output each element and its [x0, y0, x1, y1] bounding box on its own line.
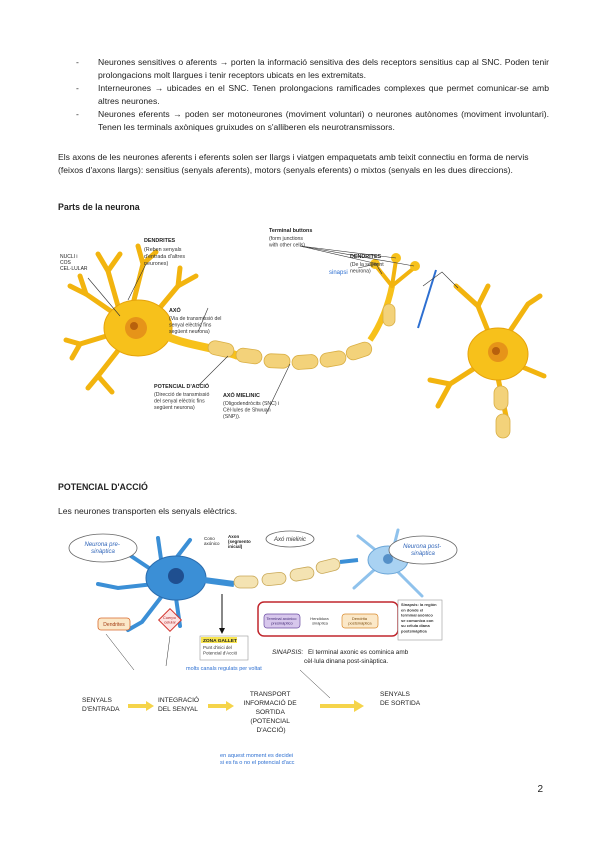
- label-cuerpo: Cuerpo celular: [163, 615, 177, 625]
- label-sinapsis-def: Sinapsis: la región en donde el terminal…: [401, 602, 438, 634]
- label-terminal-desc: (form junctions with other cells): [269, 236, 305, 249]
- label-dendrites-desc: (Reben senyals d'entrada d'altres neuron…: [144, 247, 187, 267]
- bullet-interneurons: Interneurones → ubicades en el SNC. Tene…: [74, 82, 549, 107]
- label-senyals-entrada: SENYALS D'ENTRADA: [82, 697, 120, 713]
- heading-neuron-parts: Parts de la neurona: [58, 202, 140, 212]
- label-nucli: NUCLI i COS CEL·LULAR: [60, 254, 88, 272]
- label-terminal-buttons: Terminal buttons: [269, 228, 312, 234]
- bullet-sensitive: Neurones sensitives o aferents → porten …: [74, 56, 549, 81]
- label-dendrita-post: Dendrita postsináptica: [348, 616, 372, 626]
- label-integracio: INTEGRACIÓ DEL SENYAL: [158, 695, 201, 713]
- label-axo-mielinic-desc: (Oligodendròcits (SNC) i Cèl·lules de Sh…: [223, 401, 281, 420]
- label-axo: AXÓ: [169, 306, 181, 314]
- label-axon-segment: Axon (segmento inicial): [228, 534, 252, 549]
- label-dendrites-next: DENDRITES: [350, 254, 382, 260]
- label-axo-mielinic: AXÓ MIELINIC: [223, 391, 260, 399]
- arrow-2-icon: [208, 701, 234, 711]
- bullet-efferent: Neurones eferents → poden ser motoneuron…: [74, 108, 549, 133]
- label-potencial: POTENCIAL D'ACCIÓ: [154, 382, 209, 390]
- label-zona-desc: Punt d'inici del Potencial d'Acció: [203, 645, 238, 656]
- page-number: 2: [537, 784, 543, 795]
- label-transport: TRANSPORT INFORMACIÓ DE SORTIDA (POTENCI…: [244, 691, 299, 734]
- arrow-1-icon: [128, 701, 154, 711]
- label-canals: molts canals regulats per voltat: [186, 666, 262, 672]
- neuron-types-list: Neurones sensitives o aferents → porten …: [74, 56, 549, 135]
- arrow-3-icon: [320, 700, 364, 712]
- label-axo-desc: (Via de transmissió del senyal elèctric …: [169, 316, 223, 335]
- action-potential-figure: Neurona pre- sinàptica Axó mielinic Neur…: [68, 528, 458, 766]
- label-post-synaptic: Neurona post- sinàptica: [403, 544, 443, 557]
- label-dendrites-next-desc: (De la següent neurona): [350, 262, 385, 275]
- label-dendrites-box: Dendrites: [103, 622, 125, 628]
- label-senyals-sortida: SENYALS DE SORTIDA: [380, 691, 421, 707]
- label-hendidura: Hendidura sináptica: [310, 616, 330, 626]
- label-zona-gallet: ZONA GALLET: [203, 638, 237, 644]
- label-potencial-desc: (Direcció de transmissió del senyal elèc…: [154, 392, 211, 411]
- label-terminal-presynaptic: Terminal axónico presináptico: [266, 616, 297, 626]
- label-pre-synaptic: Neurona pre- sinàptica: [84, 542, 121, 555]
- label-sinapsi: sinapsi: [329, 270, 348, 276]
- axons-paragraph: Els axons de les neurones aferents i efe…: [58, 152, 529, 175]
- neuron-parts-figure: NUCLI i COS CEL·LULAR DENDRITES (Reben s…: [60, 228, 547, 439]
- label-dendrites: DENDRITES: [144, 238, 176, 244]
- signals-paragraph: Les neurones transporten els senyals elè…: [58, 506, 238, 516]
- label-sinapsis-text: SINAPSIS: El terminal axonic es cominica…: [272, 649, 410, 665]
- heading-action-potential: POTENCIAL D'ACCIÓ: [58, 482, 148, 492]
- label-axo-mielinic: Axó mielinic: [273, 537, 306, 543]
- label-cono: Cono axónico: [204, 536, 220, 546]
- label-decideix: en aquest moment es decidei si es fa o n…: [220, 753, 295, 766]
